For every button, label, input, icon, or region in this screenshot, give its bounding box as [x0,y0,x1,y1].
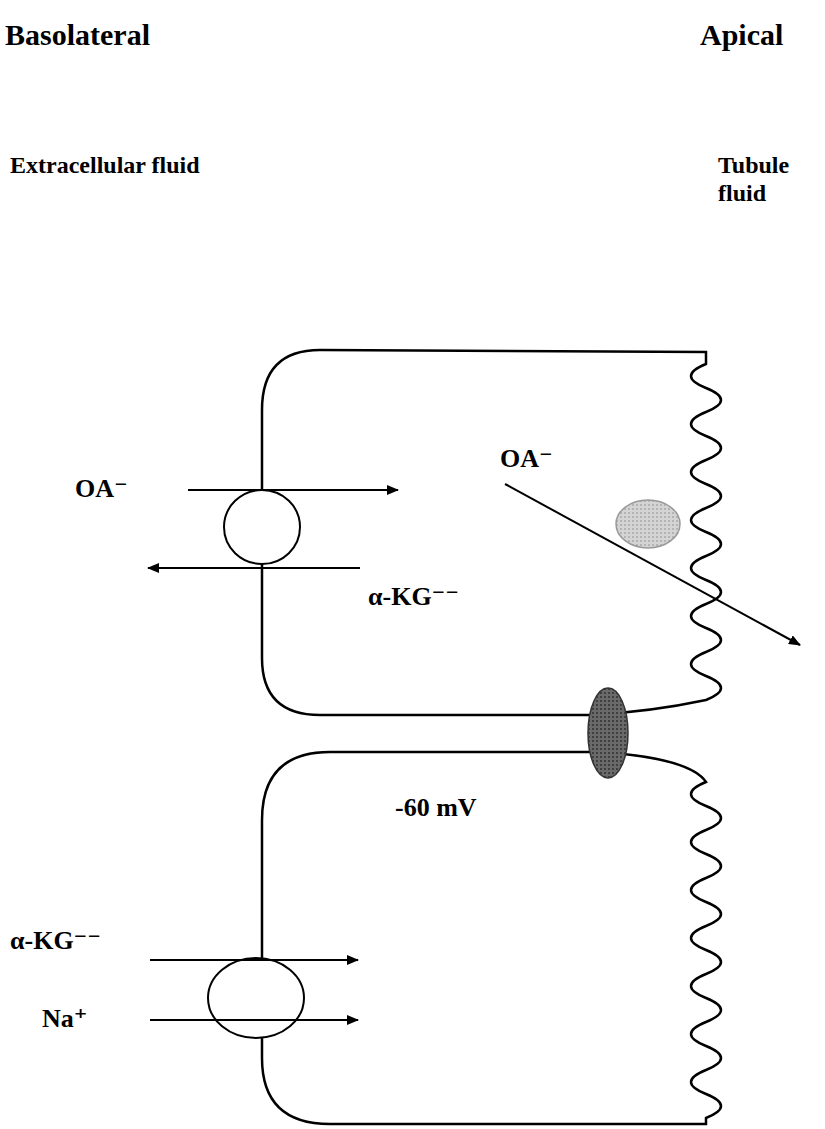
influx-arrow [188,489,398,491]
ion-label: Na⁺ [42,1004,142,1034]
lower-cell [262,752,721,1124]
solute-label: α-KG⁻⁻ [10,926,140,956]
apical-transporter [616,500,680,548]
compartment-label: Tubule fluid [718,152,818,207]
cotransporter [208,958,304,1038]
solute-label: α-KG⁻⁻ [368,582,498,612]
uptake-arrow [150,959,358,961]
compartment-label: Extracellular fluid [10,152,200,180]
solute-label: OA⁻ [500,444,600,474]
tight-junction [588,688,628,778]
potential-label: -60 mV [395,793,545,823]
exchanger-transporter [224,490,300,564]
upper-cell [262,350,721,715]
side-heading: Basolateral [5,18,245,53]
secretion-arrow [505,484,800,645]
efflux-arrow [148,567,360,569]
uptake-arrow [150,1019,358,1021]
solute-label: OA⁻ [75,474,175,504]
side-heading: Apical [700,18,820,53]
